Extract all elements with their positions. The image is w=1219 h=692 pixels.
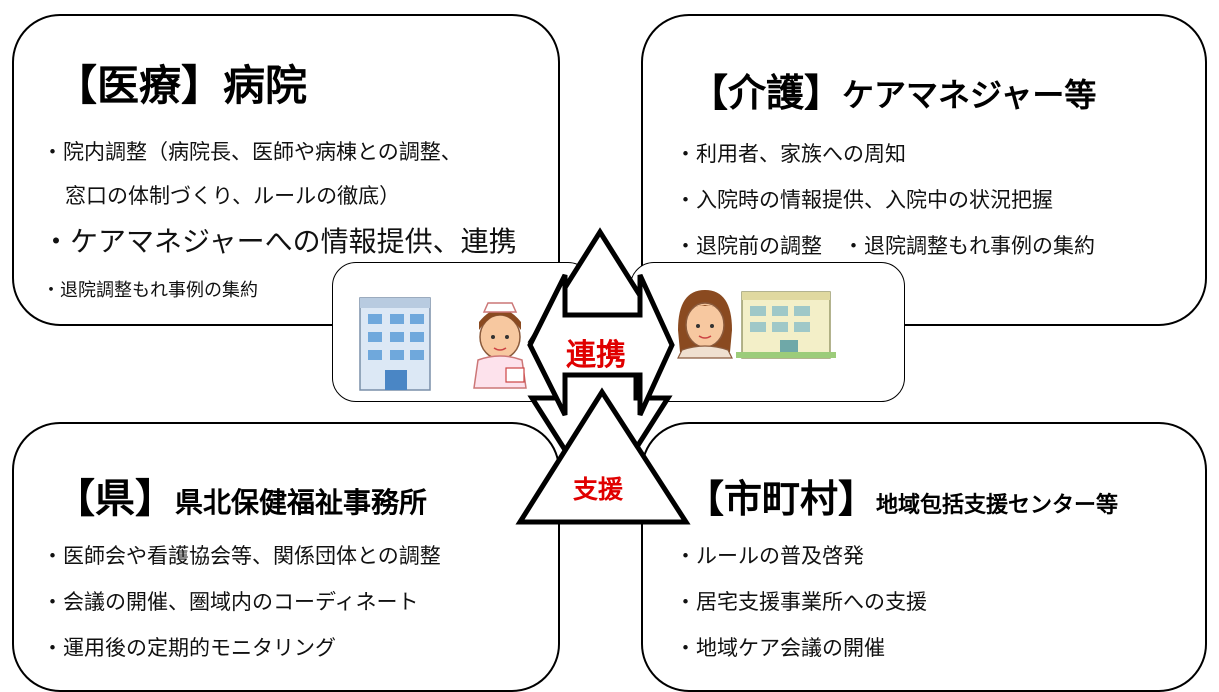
medical-item-2: 窓口の体制づくり、ルールの徹底） (65, 184, 401, 208)
care-item-1: ・利用者、家族への周知 (675, 142, 906, 166)
municipality-title: 【市町村】地域包括支援センター等 (686, 468, 1118, 523)
care-facility-building-icon (736, 291, 836, 359)
care-manager-icon (677, 290, 733, 359)
medical-item-3: ・ケアマネジャーへの情報提供、連携 (42, 225, 517, 258)
hospital-building-icon (359, 297, 431, 391)
municipality-title-bracket: 【市町村】 (686, 477, 877, 521)
prefecture-item-3: ・運用後の定期的モニタリング (42, 636, 336, 660)
municipality-panel (641, 422, 1207, 692)
municipality-item-1: ・ルールの普及啓発 (675, 544, 864, 568)
care-title-bracket: 【介護】 (690, 71, 843, 115)
municipality-title-main: 地域包括支援センター等 (876, 493, 1119, 518)
prefecture-title: 【県】県北保健福祉事務所 (55, 466, 427, 524)
collaboration-label: 連携 (566, 338, 626, 373)
nurse-icon (473, 302, 527, 389)
medical-title: 【医療】病院 (55, 52, 307, 113)
medical-item-1: ・院内調整（病院長、医師や病棟との調整、 (42, 140, 462, 164)
care-item-3: ・退院前の調整 ・退院調整もれ事例の集約 (675, 234, 1095, 258)
care-title: 【介護】ケアマネジャー等 (690, 62, 1096, 117)
municipality-item-3: ・地域ケア会議の開催 (675, 636, 885, 660)
horizontal-arrow-shape (527, 273, 675, 417)
support-label: 支援 (573, 475, 624, 504)
prefecture-item-1: ・医師会や看護協会等、関係団体との調整 (42, 544, 441, 568)
care-title-main: ケアマネジャー等 (842, 76, 1097, 114)
medical-item-4: ・退院調整もれ事例の集約 (42, 280, 258, 301)
support-triangle (515, 387, 691, 525)
care-item-2: ・入院時の情報提供、入院中の状況把握 (675, 188, 1053, 212)
prefecture-title-bracket: 【県】 (55, 476, 175, 522)
medical-title-main: 病院 (223, 61, 308, 110)
municipality-item-2: ・居宅支援事業所への支援 (675, 590, 927, 614)
medical-title-bracket: 【医療】 (55, 61, 224, 110)
prefecture-title-main: 県北保健福祉事務所 (175, 486, 428, 519)
prefecture-item-2: ・会議の開催、圏域内のコーディネート (42, 590, 419, 614)
